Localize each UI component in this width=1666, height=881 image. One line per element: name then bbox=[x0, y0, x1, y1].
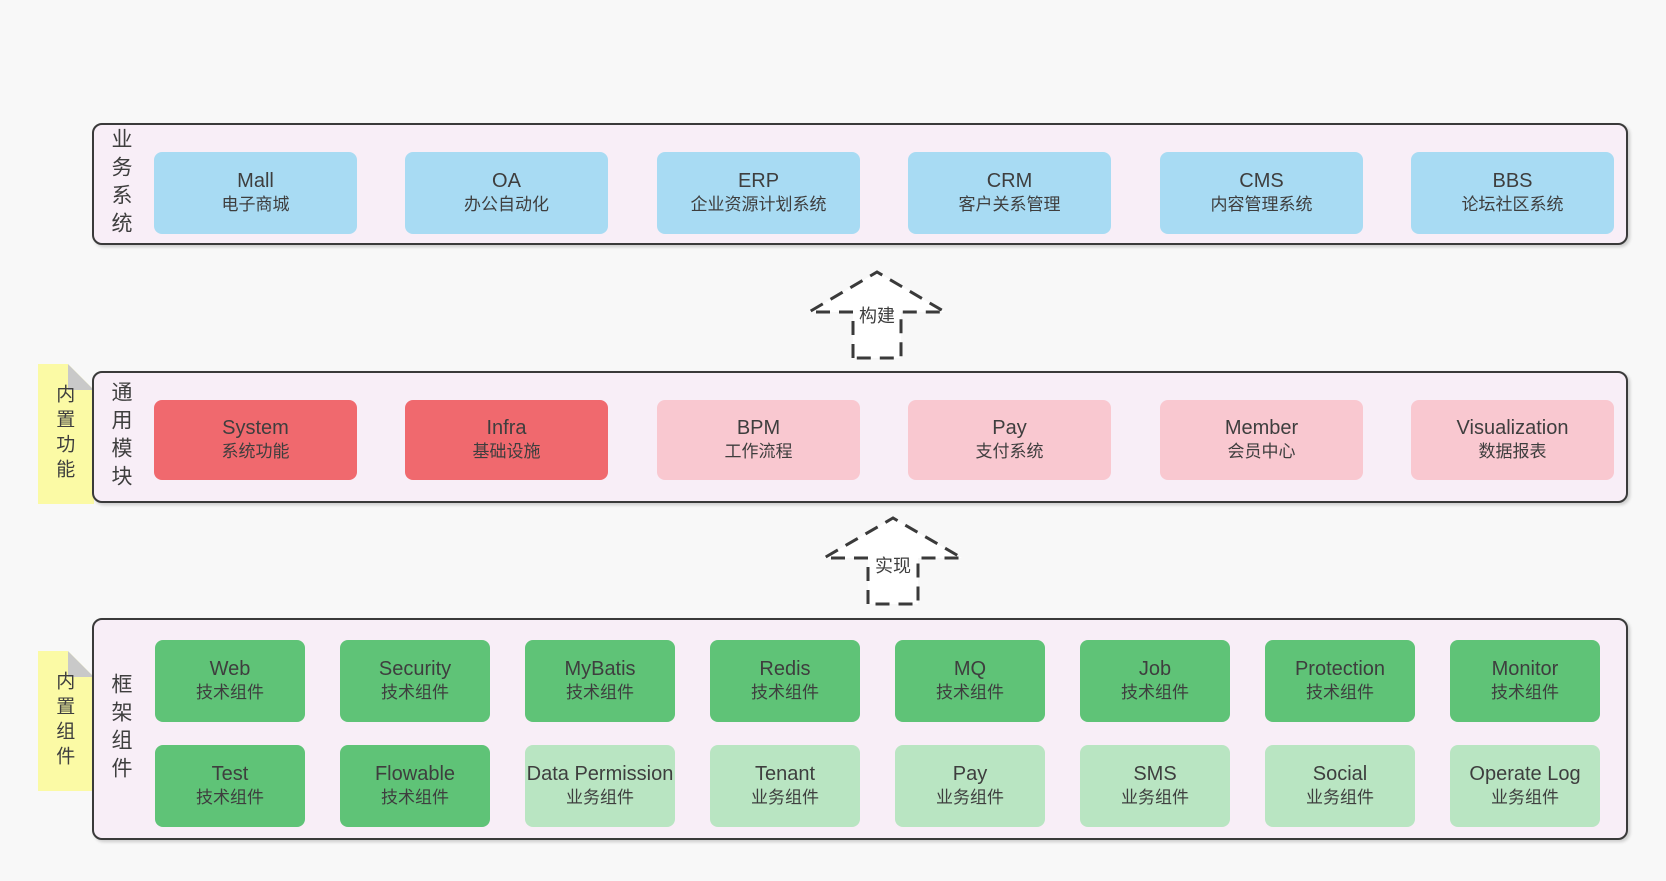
box-subtitle: 技术组件 bbox=[196, 683, 264, 702]
box-subtitle: 业务组件 bbox=[1121, 788, 1189, 807]
band-title: 通用模块 bbox=[109, 381, 132, 493]
box-title: Redis bbox=[759, 658, 811, 680]
box-operate-log: Operate Log 业务组件 bbox=[1450, 745, 1600, 827]
band-title: 框架组件 bbox=[109, 673, 132, 785]
sticky-note-label: 内置组件 bbox=[53, 671, 75, 771]
box-subtitle: 业务组件 bbox=[1491, 788, 1559, 807]
box-sms: SMS 业务组件 bbox=[1080, 745, 1230, 827]
box-title: Visualization bbox=[1456, 417, 1569, 439]
box-system: System 系统功能 bbox=[154, 400, 357, 480]
box-title: Test bbox=[211, 763, 249, 785]
box-title: Social bbox=[1312, 763, 1368, 785]
arrow-label: 实现 bbox=[872, 550, 914, 580]
box-subtitle: 技术组件 bbox=[1306, 683, 1374, 702]
box-subtitle: 客户关系管理 bbox=[958, 195, 1061, 214]
box-subtitle: 业务组件 bbox=[751, 788, 819, 807]
box-title: CMS bbox=[1239, 170, 1284, 192]
box-cms: CMS 内容管理系统 bbox=[1160, 152, 1363, 234]
box-infra: Infra 基础设施 bbox=[405, 400, 608, 480]
box-subtitle: 技术组件 bbox=[751, 683, 819, 702]
arrow-label: 构建 bbox=[856, 300, 898, 330]
box-subtitle: 技术组件 bbox=[1121, 683, 1189, 702]
box-title: Member bbox=[1224, 417, 1299, 439]
box-security: Security 技术组件 bbox=[340, 640, 490, 722]
box-title: Monitor bbox=[1491, 658, 1559, 680]
box-web: Web 技术组件 bbox=[155, 640, 305, 722]
box-bpm: BPM 工作流程 bbox=[657, 400, 860, 480]
box-title: CRM bbox=[986, 170, 1033, 192]
band-common-modules: 通用模块 System 系统功能 Infra 基础设施 BPM 工作流程 Pay… bbox=[92, 371, 1628, 503]
arrow-build-up: 构建 bbox=[807, 266, 947, 360]
box-title: SMS bbox=[1133, 763, 1177, 785]
box-subtitle: 数据报表 bbox=[1478, 442, 1547, 461]
box-title: Security bbox=[378, 658, 452, 680]
box-title: MyBatis bbox=[564, 658, 636, 680]
box-subtitle: 工作流程 bbox=[724, 442, 793, 461]
box-mall: Mall 电子商城 bbox=[154, 152, 357, 234]
box-subtitle: 技术组件 bbox=[1491, 683, 1559, 702]
box-title: Web bbox=[209, 658, 251, 680]
box-job: Job 技术组件 bbox=[1080, 640, 1230, 722]
box-title: System bbox=[222, 417, 289, 439]
box-tenant: Tenant 业务组件 bbox=[710, 745, 860, 827]
box-title: Pay bbox=[952, 763, 988, 785]
box-monitor: Monitor 技术组件 bbox=[1450, 640, 1600, 722]
box-data-permission: Data Permission 业务组件 bbox=[525, 745, 675, 827]
box-crm: CRM 客户关系管理 bbox=[908, 152, 1111, 234]
box-title: BPM bbox=[736, 417, 781, 439]
box-subtitle: 业务组件 bbox=[936, 788, 1004, 807]
band-business-systems: 业务系统 Mall 电子商城 OA 办公自动化 ERP 企业资源计划系统 CRM… bbox=[92, 123, 1628, 245]
box-title: Data Permission bbox=[526, 763, 674, 785]
box-flowable: Flowable 技术组件 bbox=[340, 745, 490, 827]
box-redis: Redis 技术组件 bbox=[710, 640, 860, 722]
box-subtitle: 系统功能 bbox=[221, 442, 290, 461]
box-title: Tenant bbox=[754, 763, 816, 785]
box-subtitle: 业务组件 bbox=[1306, 788, 1374, 807]
box-bbs: BBS 论坛社区系统 bbox=[1411, 152, 1614, 234]
box-member: Member 会员中心 bbox=[1160, 400, 1363, 480]
box-visualization: Visualization 数据报表 bbox=[1411, 400, 1614, 480]
arrow-implement-up: 实现 bbox=[822, 514, 964, 606]
box-title: Mall bbox=[237, 170, 274, 192]
box-mybatis: MyBatis 技术组件 bbox=[525, 640, 675, 722]
box-subtitle: 内容管理系统 bbox=[1210, 195, 1313, 214]
band-framework-components: 框架组件 Web 技术组件 Security 技术组件 MyBatis 技术组件… bbox=[92, 618, 1628, 840]
box-subtitle: 基础设施 bbox=[472, 442, 541, 461]
box-test: Test 技术组件 bbox=[155, 745, 305, 827]
box-title: Operate Log bbox=[1469, 763, 1581, 785]
box-title: MQ bbox=[953, 658, 987, 680]
box-subtitle: 业务组件 bbox=[566, 788, 634, 807]
box-title: OA bbox=[492, 170, 521, 192]
box-subtitle: 论坛社区系统 bbox=[1461, 195, 1564, 214]
box-subtitle: 技术组件 bbox=[381, 788, 449, 807]
box-subtitle: 技术组件 bbox=[381, 683, 449, 702]
box-subtitle: 企业资源计划系统 bbox=[690, 195, 827, 214]
box-erp: ERP 企业资源计划系统 bbox=[657, 152, 860, 234]
box-subtitle: 支付系统 bbox=[975, 442, 1044, 461]
sticky-note-built-in-features: 内置功能 bbox=[38, 364, 94, 504]
box-social: Social 业务组件 bbox=[1265, 745, 1415, 827]
box-oa: OA 办公自动化 bbox=[405, 152, 608, 234]
box-mq: MQ 技术组件 bbox=[895, 640, 1045, 722]
box-subtitle: 技术组件 bbox=[196, 788, 264, 807]
box-title: ERP bbox=[737, 170, 780, 192]
sticky-note-label: 内置功能 bbox=[53, 384, 75, 484]
box-subtitle: 技术组件 bbox=[566, 683, 634, 702]
box-title: Infra bbox=[486, 417, 527, 439]
box-title: Pay bbox=[992, 417, 1027, 439]
box-subtitle: 电子商城 bbox=[221, 195, 290, 214]
box-pay-system: Pay 支付系统 bbox=[908, 400, 1111, 480]
box-title: Protection bbox=[1294, 658, 1386, 680]
box-protection: Protection 技术组件 bbox=[1265, 640, 1415, 722]
box-subtitle: 办公自动化 bbox=[464, 195, 549, 214]
box-title: Job bbox=[1138, 658, 1172, 680]
box-subtitle: 会员中心 bbox=[1227, 442, 1296, 461]
sticky-note-built-in-components: 内置组件 bbox=[38, 651, 94, 791]
box-pay-component: Pay 业务组件 bbox=[895, 745, 1045, 827]
box-subtitle: 技术组件 bbox=[936, 683, 1004, 702]
box-title: Flowable bbox=[374, 763, 456, 785]
box-title: BBS bbox=[1492, 170, 1533, 192]
band-title: 业务系统 bbox=[109, 128, 132, 240]
